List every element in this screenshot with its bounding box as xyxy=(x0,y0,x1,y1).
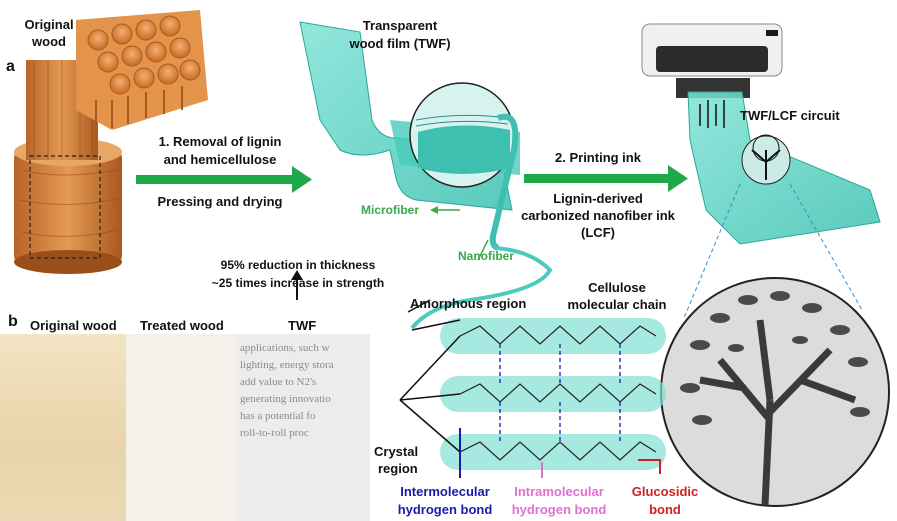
intramolecular-line2: hydrogen bond xyxy=(511,502,607,517)
wood-log-illustration xyxy=(14,60,122,274)
intermolecular-line1: Intermolecular xyxy=(400,484,490,499)
process-arrow-1 xyxy=(136,166,312,193)
twf-title-line1: Transparent xyxy=(362,18,438,33)
sample-label-treated: Treated wood xyxy=(140,318,224,333)
step1-line1: 1. Removal of lignin xyxy=(158,134,282,149)
ink-line2: carbonized nanofiber ink xyxy=(521,208,675,223)
nanofiber-label: Nanofiber xyxy=(458,249,515,263)
wood-cell-structure xyxy=(76,10,208,130)
zoom-lines xyxy=(683,183,863,319)
step2-title: 2. Printing ink xyxy=(555,150,641,165)
step1-line3: Pressing and drying xyxy=(157,194,283,209)
panel-a-label: a xyxy=(6,58,15,75)
microfiber-label: Microfiber xyxy=(361,203,420,217)
glucosidic-line1: Glucosidic xyxy=(631,484,699,499)
amorphous-region-label: Amorphous region xyxy=(410,296,527,311)
reduction-line2: ~25 times increase in strength xyxy=(211,276,385,290)
intramolecular-line1: Intramolecular xyxy=(514,484,604,499)
crystal-line1: Crystal xyxy=(374,444,419,459)
cellulose-line2: molecular chain xyxy=(567,297,667,312)
crystal-line2: region xyxy=(378,461,418,476)
twf-title-line2: wood film (TWF) xyxy=(349,36,451,51)
circuit-film xyxy=(687,91,881,245)
printer-illustration xyxy=(641,23,783,98)
panel-b-label: b xyxy=(8,313,18,330)
glucosidic-line2: bond xyxy=(649,502,681,517)
ink-line3: (LCF) xyxy=(581,225,615,240)
cellulose-chains xyxy=(399,299,666,478)
cellulose-line1: Cellulose xyxy=(588,280,646,295)
magnified-tree-circle xyxy=(660,277,890,507)
sample-label-twf: TWF xyxy=(288,318,317,333)
sample-label-original: Original wood xyxy=(30,318,117,333)
circuit-label: TWF/LCF circuit xyxy=(740,108,840,123)
original-wood-label: Original wood xyxy=(24,17,74,49)
original-wood-photo xyxy=(0,334,126,521)
transparent-wood-film xyxy=(299,21,553,330)
process-arrow-2 xyxy=(524,165,688,192)
intermolecular-line2: hydrogen bond xyxy=(397,502,493,517)
ink-line1: Lignin-derived xyxy=(553,191,643,206)
reduction-line1: 95% reduction in thickness xyxy=(220,258,376,272)
step1-line2: and hemicellulose xyxy=(163,152,277,167)
treated-wood-photo xyxy=(126,334,236,521)
